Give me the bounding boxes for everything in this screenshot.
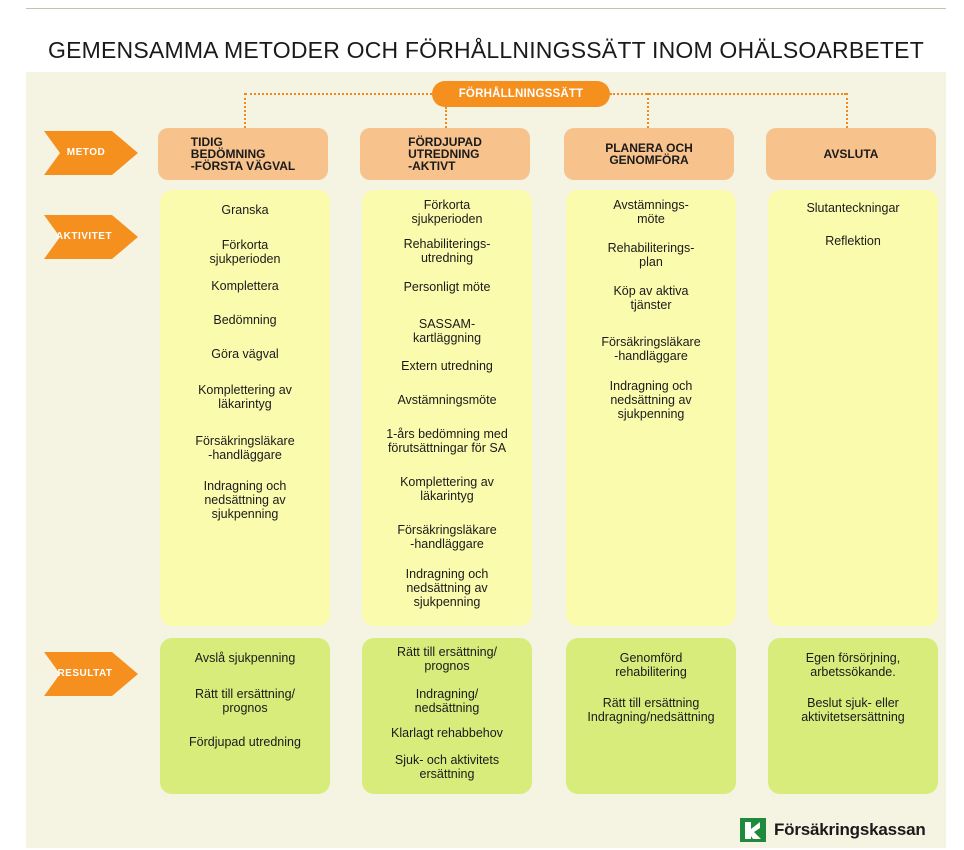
title-band: GEMENSAMMA METODER OCH FÖRHÅLLNINGSSÄTT … [26,8,946,73]
result-item: Rätt till ersättning/ prognos [396,645,498,673]
connector-line-right [610,93,846,95]
column-header-3-text: PLANERA OCH GENOMFÖRA [605,141,693,167]
column-header-2-text: FÖRDJUPAD UTREDNING -AKTIVT [408,135,482,173]
page-title: GEMENSAMMA METODER OCH FÖRHÅLLNINGSSÄTT … [48,37,924,63]
activity-box-3: Avstämnings- möte Rehabiliterings- plan … [566,190,736,626]
result-box-2: Rätt till ersättning/ prognos Indragning… [362,638,532,794]
connector-drop-1 [244,93,246,128]
result-item: Egen försörjning, arbetssökande. [805,651,901,679]
column-header-4-text: AVSLUTA [823,147,879,161]
result-item: Indragning/ nedsättning [414,687,480,715]
result-item: Genomförd rehabilitering [615,651,687,679]
activity-item: Slutanteckningar [806,201,900,215]
connector-drop-3 [647,93,649,128]
resultat-arrow-icon [44,652,138,696]
result-item: Rätt till ersättning Indragning/nedsättn… [587,696,715,724]
activity-item: Köp av aktiva tjänster [613,284,689,312]
activity-item: Rehabiliterings- utredning [403,237,491,265]
resultat-label: RESULTAT [57,668,113,679]
activity-item: Indragning och nedsättning av sjukpennin… [609,379,693,421]
result-item: Beslut sjuk- eller aktivitetsersättning [801,696,905,724]
column-header-2: FÖRDJUPAD UTREDNING -AKTIVT [360,128,530,180]
result-box-4: Egen försörjning, arbetssökande. Beslut … [768,638,938,794]
activity-item: Avstämningsmöte [397,393,497,407]
activity-box-4: Slutanteckningar Reflektion [768,190,938,626]
activity-item: Förkorta sjukperioden [209,238,281,266]
activity-item: Rehabiliterings- plan [607,241,695,269]
activity-item: Försäkringsläkare -handläggare [397,523,497,551]
activity-item: 1-års bedömning med förutsättningar för … [386,427,508,455]
activity-item: Reflektion [825,234,881,248]
activity-item: Komplettering av läkarintyg [198,383,292,411]
connector-drop-2 [445,107,447,128]
activity-item: SASSAM- kartläggning [412,317,482,345]
metod-label: METOD [66,147,106,158]
activity-item: Indragning och nedsättning av sjukpennin… [405,567,489,609]
result-item: Klarlagt rehabbehov [391,726,503,740]
connector-drop-4 [846,93,848,128]
logo-text: Försäkringskassan [774,820,926,839]
result-item: Sjuk- och aktivitets ersättning [394,753,500,781]
column-header-1: TIDIG BEDÖMNING -FÖRSTA VÄGVAL [158,128,328,180]
activity-item: Komplettering av läkarintyg [400,475,494,503]
column-header-1-text: TIDIG BEDÖMNING -FÖRSTA VÄGVAL [190,135,296,173]
result-box-3: Genomförd rehabilitering Rätt till ersät… [566,638,736,794]
aktivitet-arrow-icon [44,215,138,259]
result-item: Rätt till ersättning/ prognos [194,687,296,715]
activity-item: Personligt möte [403,280,491,294]
aktivitet-label: AKTIVITET [55,231,113,242]
activity-item: Försäkringsläkare -handläggare [601,335,701,363]
activity-item: Komplettera [211,279,279,293]
activity-box-2: Förkorta sjukperioden Rehabiliterings- u… [362,190,532,626]
activity-item: Göra vägval [211,347,279,361]
approach-pill: FÖRHÅLLNINGSSÄTT [432,81,610,107]
activity-item: Avstämnings- möte [613,198,689,226]
activity-item: Bedömning [213,313,277,327]
activity-item: Indragning och nedsättning av sjukpennin… [203,479,287,521]
result-box-1: Avslå sjukpenning Rätt till ersättning/ … [160,638,330,794]
column-header-3: PLANERA OCH GENOMFÖRA [564,128,734,180]
activity-box-1: Granska Förkorta sjukperioden Kompletter… [160,190,330,626]
column-header-4: AVSLUTA [766,128,936,180]
metod-arrow-icon [44,131,138,175]
forsakringskassan-logo-icon [740,818,766,842]
activity-item: Granska [221,203,269,217]
activity-item: Förkorta sjukperioden [411,198,483,226]
result-item: Avslå sjukpenning [194,651,296,665]
forsakringskassan-logo: Försäkringskassan [738,816,948,842]
activity-item: Försäkringsläkare -handläggare [195,434,295,462]
activity-item: Extern utredning [401,359,493,373]
result-item: Fördjupad utredning [189,735,301,749]
connector-line-left [245,93,432,95]
